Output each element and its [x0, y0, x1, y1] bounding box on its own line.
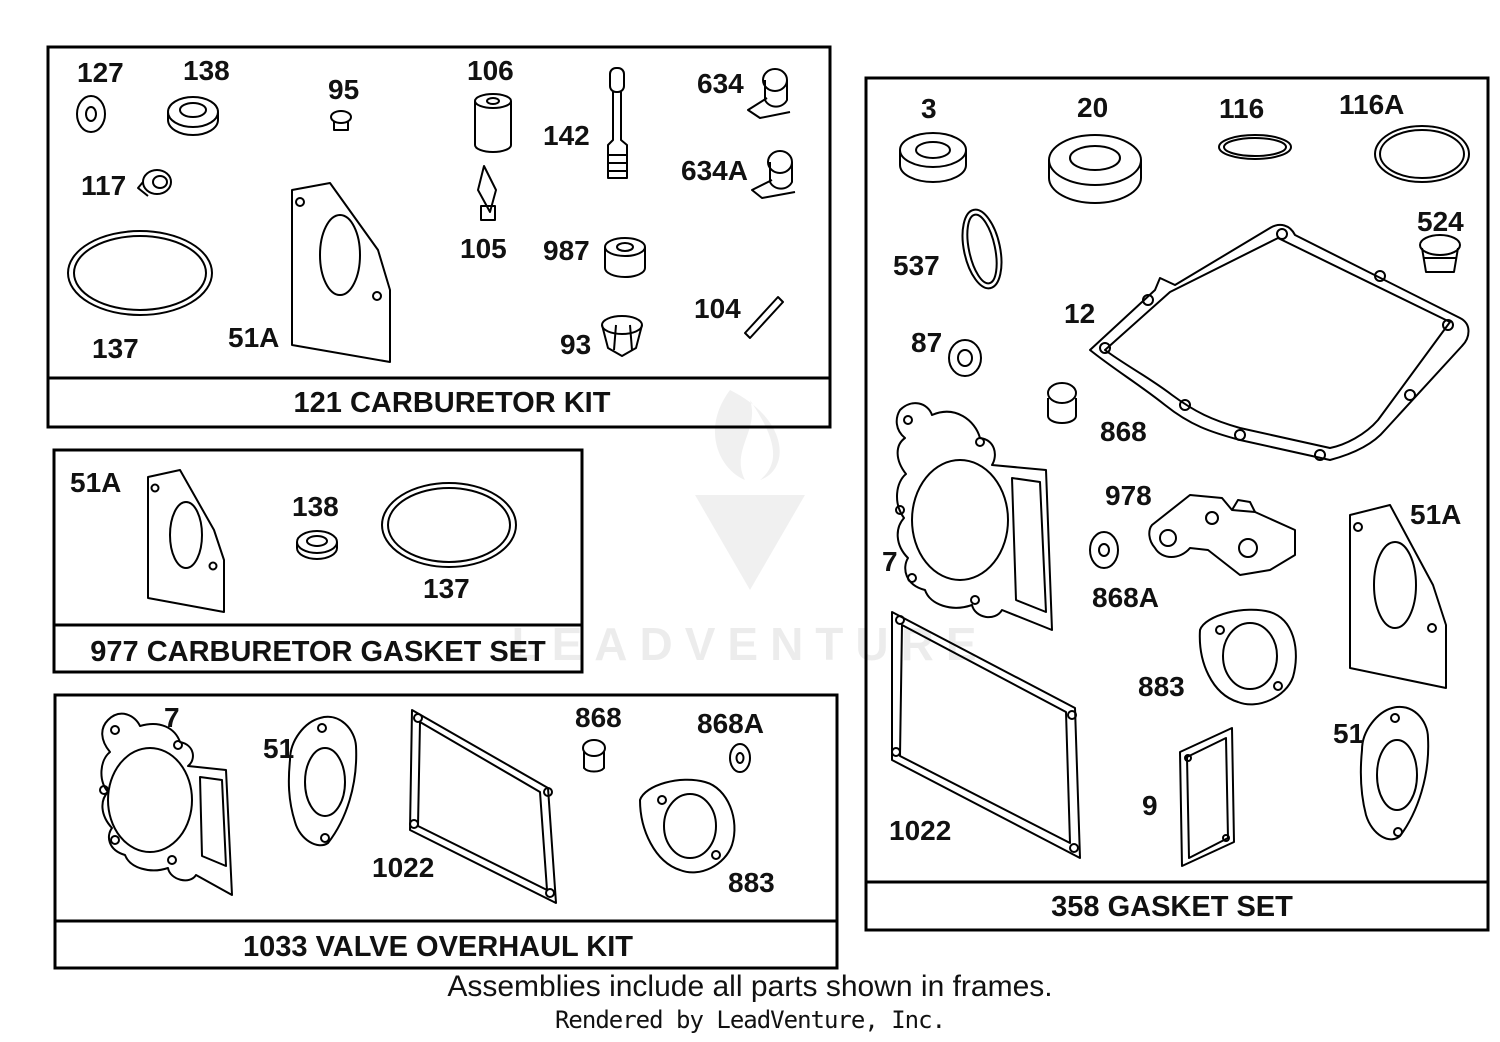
label-1022: 1022 — [372, 852, 434, 883]
gasket-set-title: 358 GASKET SET — [1051, 891, 1293, 923]
label-51a: 51A — [228, 322, 279, 353]
label-12: 12 — [1064, 298, 1095, 329]
label-138: 138 — [292, 491, 339, 522]
label-7: 7 — [164, 702, 180, 733]
label-51: 51 — [1333, 718, 1364, 749]
part-51a[interactable] — [1349, 504, 1447, 689]
part-104[interactable] — [744, 296, 784, 339]
carburetor-kit-title: 121 CARBURETOR KIT — [294, 387, 611, 419]
part-537[interactable] — [956, 206, 1008, 292]
label-117: 117 — [81, 170, 126, 201]
label-127: 127 — [77, 57, 124, 88]
label-116a: 116A — [1339, 89, 1404, 120]
label-104: 104 — [694, 293, 741, 324]
part-868[interactable] — [582, 739, 606, 773]
label-868: 868 — [575, 702, 622, 733]
label-51a: 51A — [70, 467, 121, 498]
part-137[interactable] — [381, 482, 517, 568]
label-3: 3 — [921, 93, 937, 124]
valve-overhaul-kit-frame: 1033 VALVE OVERHAUL KIT 7 51 868 868A 10… — [53, 693, 839, 970]
carburetor-gasket-set-title: 977 CARBURETOR GASKET SET — [90, 636, 546, 668]
part-7[interactable] — [99, 712, 233, 896]
label-537: 537 — [893, 250, 940, 281]
label-634: 634 — [697, 68, 744, 99]
label-20: 20 — [1077, 92, 1108, 123]
part-116[interactable] — [1218, 134, 1292, 160]
label-868: 868 — [1100, 416, 1147, 447]
label-138: 138 — [183, 55, 230, 86]
part-634[interactable] — [747, 68, 791, 119]
label-524: 524 — [1417, 206, 1464, 237]
part-883[interactable] — [639, 778, 736, 874]
gasket-set-frame: 358 GASKET SET 3 20 116 116A 524 — [864, 76, 1490, 932]
carburetor-gasket-set-frame: 977 CARBURETOR GASKET SET 51A 138 137 — [52, 448, 584, 674]
label-142: 142 — [543, 120, 590, 151]
part-868a[interactable] — [1089, 531, 1119, 569]
valve-overhaul-kit-title: 1033 VALVE OVERHAUL KIT — [243, 931, 633, 963]
part-20[interactable] — [1048, 134, 1142, 204]
part-524[interactable] — [1419, 234, 1461, 273]
label-9: 9 — [1142, 790, 1158, 821]
part-978[interactable] — [1148, 494, 1296, 576]
watermark: LEADVENTURE — [511, 390, 988, 670]
label-868a: 868A — [697, 708, 764, 739]
assemblies-note: Assemblies include all parts shown in fr… — [447, 970, 1053, 1003]
part-117[interactable] — [137, 169, 172, 197]
part-868a[interactable] — [729, 743, 751, 773]
label-137: 137 — [423, 573, 470, 604]
rendered-by-credit: Rendered by LeadVenture, Inc. — [554, 1006, 946, 1034]
part-634a[interactable] — [751, 150, 796, 199]
part-7[interactable] — [895, 402, 1053, 631]
part-12[interactable] — [1089, 223, 1470, 461]
label-978: 978 — [1105, 480, 1152, 511]
part-87[interactable] — [948, 339, 982, 377]
part-138[interactable] — [296, 530, 338, 560]
part-137[interactable] — [67, 230, 213, 316]
part-95[interactable] — [330, 110, 352, 131]
label-105: 105 — [460, 233, 507, 264]
part-1022[interactable] — [891, 611, 1081, 859]
part-868[interactable] — [1047, 382, 1077, 424]
label-7: 7 — [882, 546, 898, 577]
part-51a[interactable] — [147, 469, 225, 613]
part-51a[interactable] — [291, 182, 391, 363]
part-138[interactable] — [167, 96, 219, 136]
part-142[interactable] — [607, 67, 628, 179]
label-95: 95 — [328, 74, 359, 105]
label-634a: 634A — [681, 155, 748, 186]
part-1022[interactable] — [409, 709, 557, 904]
label-93: 93 — [560, 329, 591, 360]
part-987[interactable] — [604, 237, 646, 278]
part-116a[interactable] — [1374, 125, 1470, 183]
part-93[interactable] — [601, 315, 643, 357]
part-51[interactable] — [1359, 705, 1430, 841]
part-51[interactable] — [287, 715, 358, 847]
label-51: 51 — [263, 733, 294, 764]
label-106: 106 — [467, 55, 514, 86]
label-116: 116 — [1219, 93, 1264, 124]
label-137: 137 — [92, 333, 139, 364]
part-3[interactable] — [899, 132, 967, 183]
part-127[interactable] — [76, 95, 106, 133]
carburetor-kit-frame: 121 CARBURETOR KIT 127 138 95 106 142 63… — [46, 45, 832, 429]
part-106[interactable] — [474, 93, 512, 153]
part-883[interactable] — [1198, 608, 1297, 706]
label-1022: 1022 — [889, 815, 951, 846]
label-987: 987 — [543, 235, 590, 266]
label-883: 883 — [728, 867, 775, 898]
label-868a: 868A — [1092, 582, 1159, 613]
label-87: 87 — [911, 327, 942, 358]
watermark-text: LEADVENTURE — [511, 618, 988, 670]
label-883: 883 — [1138, 671, 1185, 702]
part-9[interactable] — [1179, 727, 1235, 867]
part-105[interactable] — [477, 165, 497, 221]
label-51a: 51A — [1410, 499, 1461, 530]
